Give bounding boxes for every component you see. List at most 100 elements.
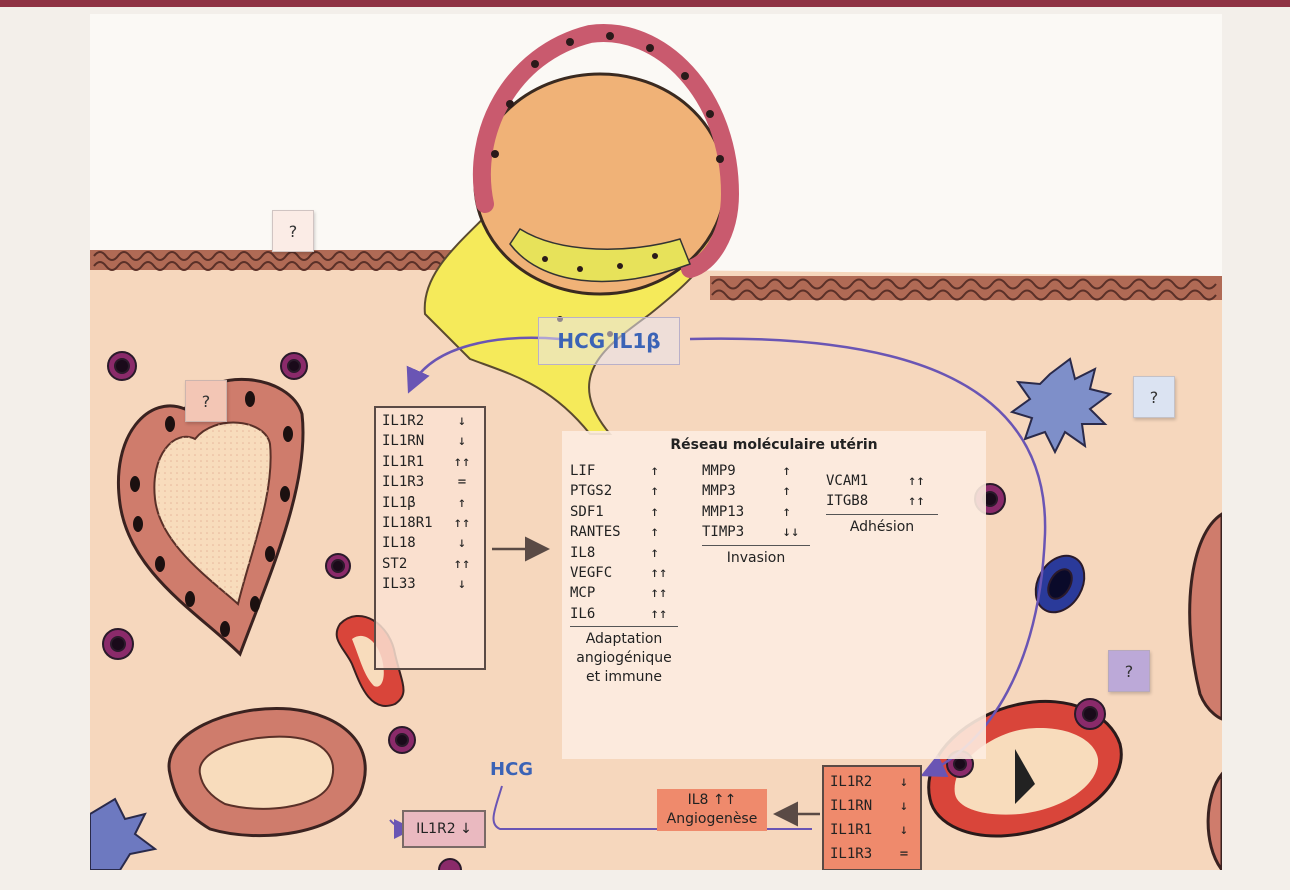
unknown-signal-box: ? bbox=[185, 380, 227, 422]
gene-name: RANTES bbox=[570, 522, 651, 542]
list-item: ST2↑↑ bbox=[382, 554, 484, 574]
list-item: IL18R1↑↑ bbox=[382, 513, 484, 533]
gene-name: IL8 bbox=[570, 543, 651, 563]
unknown-signal-box: ? bbox=[1108, 650, 1150, 692]
gene-name: IL1R1 bbox=[830, 818, 894, 842]
regulation-arrow: ↓ bbox=[444, 574, 480, 594]
hcg-il1b-text: HCG IL1β bbox=[557, 329, 660, 353]
gene-name: TIMP3 bbox=[702, 522, 783, 542]
regulation-arrow: ↓ bbox=[444, 431, 480, 451]
hcg-il1b-label: HCG IL1β bbox=[538, 317, 680, 365]
regulation-arrow: ↑↑ bbox=[908, 491, 936, 511]
gene-name: VCAM1 bbox=[826, 471, 908, 491]
gene-name: IL18 bbox=[382, 533, 444, 553]
list-item: IL1R2↓ bbox=[382, 411, 484, 431]
uterine-gland-small bbox=[169, 708, 365, 835]
angiogenesis-box: IL8 ↑↑ Angiogenèse bbox=[657, 789, 767, 831]
gene-name: IL1R2 bbox=[830, 770, 894, 794]
list-item: VEGFC↑↑ bbox=[570, 563, 678, 583]
vessel-receptor-box: IL1R2↓ IL1RN↓ IL1R1↓ IL1R3= bbox=[822, 765, 922, 870]
regulation-arrow: ↓ bbox=[894, 794, 914, 818]
regulation-arrow: ↑ bbox=[651, 461, 678, 481]
gene-name: IL33 bbox=[382, 574, 444, 594]
regulation-arrow: ↓ bbox=[444, 411, 480, 431]
regulation-arrow: ↑↑ bbox=[651, 604, 678, 624]
regulation-arrow: ↑↑ bbox=[444, 513, 480, 533]
regulation-arrow: ↑↑ bbox=[444, 554, 480, 574]
gene-name: MMP13 bbox=[702, 502, 783, 522]
list-item: IL1RN↓ bbox=[382, 431, 484, 451]
list-item: LIF↑ bbox=[570, 461, 678, 481]
gene-name: PTGS2 bbox=[570, 481, 651, 501]
gene-name: MMP9 bbox=[702, 461, 783, 481]
gene-name: IL6 bbox=[570, 604, 651, 624]
list-item: IL6↑↑ bbox=[570, 604, 678, 624]
question-mark: ? bbox=[202, 392, 211, 411]
regulation-arrow: ↑ bbox=[783, 481, 810, 501]
list-item: MMP9↑ bbox=[702, 461, 810, 481]
list-item: IL18↓ bbox=[382, 533, 484, 553]
list-item: IL33↓ bbox=[382, 574, 484, 594]
regulation-arrow: ↓↓ bbox=[783, 522, 810, 542]
regulation-arrow: = bbox=[894, 842, 914, 866]
angiogenesis-label: Angiogenèse bbox=[657, 810, 767, 829]
list-item: VCAM1↑↑ bbox=[826, 471, 938, 491]
list-item: PTGS2↑ bbox=[570, 481, 678, 501]
list-item: SDF1↑ bbox=[570, 502, 678, 522]
list-item: IL1β↑ bbox=[382, 493, 484, 513]
list-item: IL1R3= bbox=[830, 842, 920, 866]
regulation-arrow: ↑ bbox=[651, 502, 678, 522]
caption-line: angiogénique bbox=[570, 649, 678, 668]
list-item: IL1R3= bbox=[382, 472, 484, 492]
list-item: ITGB8↑↑ bbox=[826, 491, 938, 511]
caption-line: et immune bbox=[570, 668, 678, 687]
question-mark: ? bbox=[1125, 662, 1134, 681]
gene-name: MCP bbox=[570, 583, 651, 603]
regulation-arrow: ↓ bbox=[444, 533, 480, 553]
gene-name: IL1R2 bbox=[382, 411, 444, 431]
regulation-arrow: ↑↑ bbox=[651, 563, 678, 583]
unknown-signal-box: ? bbox=[1133, 376, 1175, 418]
list-item: IL1R2↓ bbox=[830, 770, 920, 794]
list-item: RANTES↑ bbox=[570, 522, 678, 542]
gene-name: IL1RN bbox=[830, 794, 894, 818]
gene-name: LIF bbox=[570, 461, 651, 481]
regulation-arrow: ↑↑ bbox=[444, 452, 480, 472]
network-column-invasion: MMP9↑ MMP3↑ MMP13↑ TIMP3↓↓ Invasion bbox=[702, 461, 810, 568]
regulation-arrow: = bbox=[444, 472, 480, 492]
list-item: MCP↑↑ bbox=[570, 583, 678, 603]
epithelium-left bbox=[90, 250, 482, 270]
list-item: IL1RN↓ bbox=[830, 794, 920, 818]
list-item: TIMP3↓↓ bbox=[702, 522, 810, 542]
hcg-label: HCG bbox=[490, 759, 533, 780]
gene-name: VEGFC bbox=[570, 563, 651, 583]
gene-name: IL1RN bbox=[382, 431, 444, 451]
gene-name: IL1R3 bbox=[382, 472, 444, 492]
unknown-signal-box: ? bbox=[272, 210, 314, 252]
regulation-arrow: ↑ bbox=[651, 522, 678, 542]
list-item: IL1R1↓ bbox=[830, 818, 920, 842]
question-mark: ? bbox=[289, 222, 298, 241]
gene-name: IL1R3 bbox=[830, 842, 894, 866]
regulation-arrow: ↑↑ bbox=[651, 583, 678, 603]
regulation-arrow: ↑ bbox=[651, 481, 678, 501]
epithelium-right bbox=[710, 276, 1222, 300]
network-column-adhesion: VCAM1↑↑ ITGB8↑↑ Adhésion bbox=[826, 471, 938, 537]
list-item: MMP3↑ bbox=[702, 481, 810, 501]
regulation-arrow: ↓ bbox=[894, 818, 914, 842]
network-title: Réseau moléculaire utérin bbox=[562, 437, 986, 453]
regulation-arrow: ↑ bbox=[783, 502, 810, 522]
regulation-arrow: ↑↑ bbox=[908, 471, 936, 491]
diagram-canvas: ? ? ? ? HCG IL1β IL1R2↓ IL1RN↓ IL1R1↑↑ I… bbox=[90, 14, 1222, 870]
regulation-arrow: ↑ bbox=[783, 461, 810, 481]
question-mark: ? bbox=[1150, 388, 1159, 407]
angiogenesis-gene: IL8 ↑↑ bbox=[657, 791, 767, 810]
network-column-adaptation: LIF↑ PTGS2↑ SDF1↑ RANTES↑ IL8↑ VEGFC↑↑ M… bbox=[570, 461, 678, 687]
adaptation-caption: Adaptation angiogénique et immune bbox=[570, 626, 678, 687]
stroma-cytokine-box: IL1R2↓ IL1RN↓ IL1R1↑↑ IL1R3= IL1β↑ IL18R… bbox=[374, 406, 486, 670]
gene-name: ITGB8 bbox=[826, 491, 908, 511]
list-item: MMP13↑ bbox=[702, 502, 810, 522]
gene-name: ST2 bbox=[382, 554, 444, 574]
list-item: IL8↑ bbox=[570, 543, 678, 563]
list-item: IL1R1↑↑ bbox=[382, 452, 484, 472]
